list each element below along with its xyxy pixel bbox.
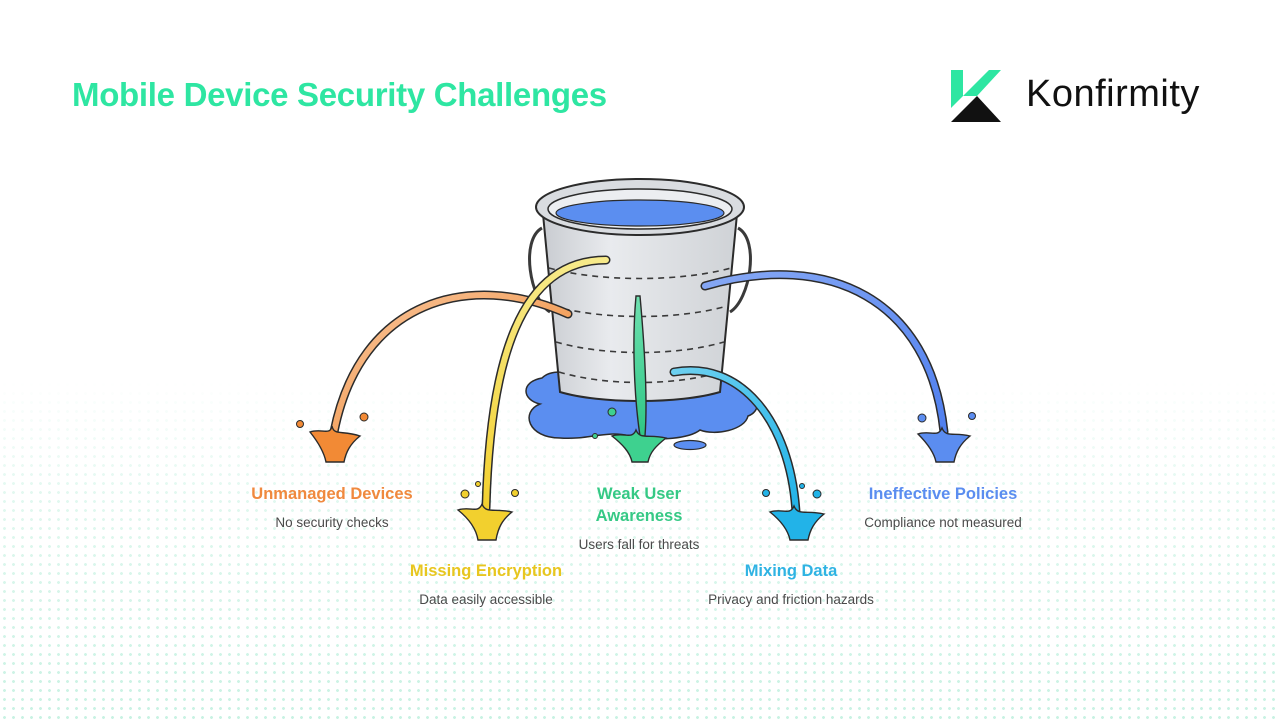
challenge-title: Weak User Awareness [595, 485, 683, 525]
stream-weak-user-awareness [592, 295, 668, 463]
challenge-description: Data easily accessible [419, 592, 553, 607]
challenge-description: Compliance not measured [864, 515, 1022, 530]
challenge-description: Privacy and friction hazards [708, 592, 874, 607]
brand-name: Konfirmity [1026, 73, 1200, 115]
challenge-description: Users fall for threats [578, 537, 700, 552]
konfirmity-k-icon [951, 70, 1001, 122]
page-title: Mobile Device Security Challenges [72, 76, 607, 113]
stream-ineffective-policies [700, 270, 976, 463]
challenge-title: Mixing Data [744, 562, 838, 580]
challenge-title: Missing Encryption [409, 562, 563, 580]
challenge-unmanaged-devices: Unmanaged Devices No security checks [247, 483, 417, 531]
challenge-missing-encryption: Missing Encryption Data easily accessibl… [401, 560, 571, 608]
challenge-description: No security checks [275, 515, 389, 530]
brand-logo: Konfirmity [951, 70, 1221, 126]
stream-missing-encryption [456, 255, 611, 541]
stream-mixing-data [669, 366, 826, 541]
challenge-title: Ineffective Policies [868, 485, 1018, 503]
challenge-ineffective-policies: Ineffective Policies Compliance not meas… [858, 483, 1028, 531]
stream-unmanaged-devices [296, 290, 573, 463]
challenge-weak-user-awareness: Weak User Awareness Users fall for threa… [554, 483, 724, 553]
challenge-title: Unmanaged Devices [251, 485, 413, 503]
challenge-mixing-data: Mixing Data Privacy and friction hazards [706, 560, 876, 608]
